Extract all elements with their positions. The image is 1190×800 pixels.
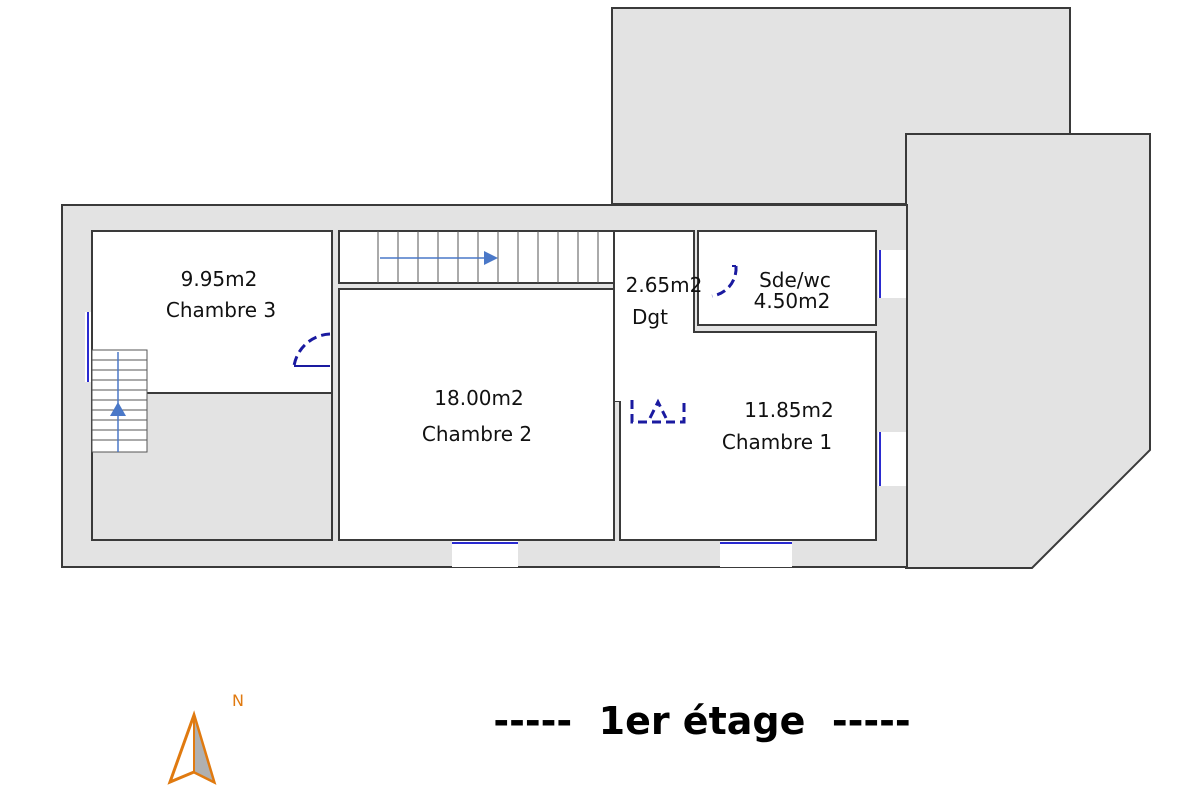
door-sde-wc: [711, 265, 738, 298]
stair-arrow-icon: [484, 251, 498, 265]
staircase-top: [377, 231, 599, 283]
svg-text:Sde/wc: Sde/wc: [759, 268, 831, 292]
svg-text:4.50m2: 4.50m2: [754, 289, 831, 313]
svg-text:11.85m2: 11.85m2: [744, 398, 833, 422]
staircase-left: [91, 349, 148, 453]
svg-text:18.00m2: 18.00m2: [434, 386, 523, 410]
svg-text:9.95m2: 9.95m2: [181, 267, 258, 291]
dgt-passage: [615, 232, 693, 401]
room-sde-wc: [697, 230, 877, 326]
compass-label: N: [232, 691, 244, 710]
svg-text:Chambre 2: Chambre 2: [422, 422, 532, 446]
room-stair-landing: [338, 230, 615, 284]
door-chambre-3: [292, 332, 331, 367]
room-label-chambre-3: 9.95m2 Chambre 3: [166, 267, 276, 322]
compass: N: [167, 691, 244, 785]
floor-title: ----- 1er étage -----: [493, 699, 910, 743]
room-label-dgt: 2.65m2 Dgt: [626, 273, 703, 329]
room-label-chambre-2: 18.00m2 Chambre 2: [422, 386, 532, 446]
door-dgt-chambre-1: [630, 398, 686, 424]
room-chambre-2: [338, 288, 615, 541]
svg-text:Dgt: Dgt: [632, 305, 668, 329]
doors: [292, 265, 738, 424]
svg-text:Chambre 3: Chambre 3: [166, 298, 276, 322]
adjacent-building-east: [905, 133, 1151, 569]
room-label-chambre-1: 11.85m2 Chambre 1: [722, 398, 834, 454]
windows: [85, 250, 906, 567]
stair-arrow-up-icon: [110, 402, 126, 416]
room-label-sde-wc: Sde/wc 4.50m2: [754, 268, 831, 313]
svg-text:2.65m2: 2.65m2: [626, 273, 703, 297]
svg-text:Chambre 1: Chambre 1: [722, 430, 832, 454]
